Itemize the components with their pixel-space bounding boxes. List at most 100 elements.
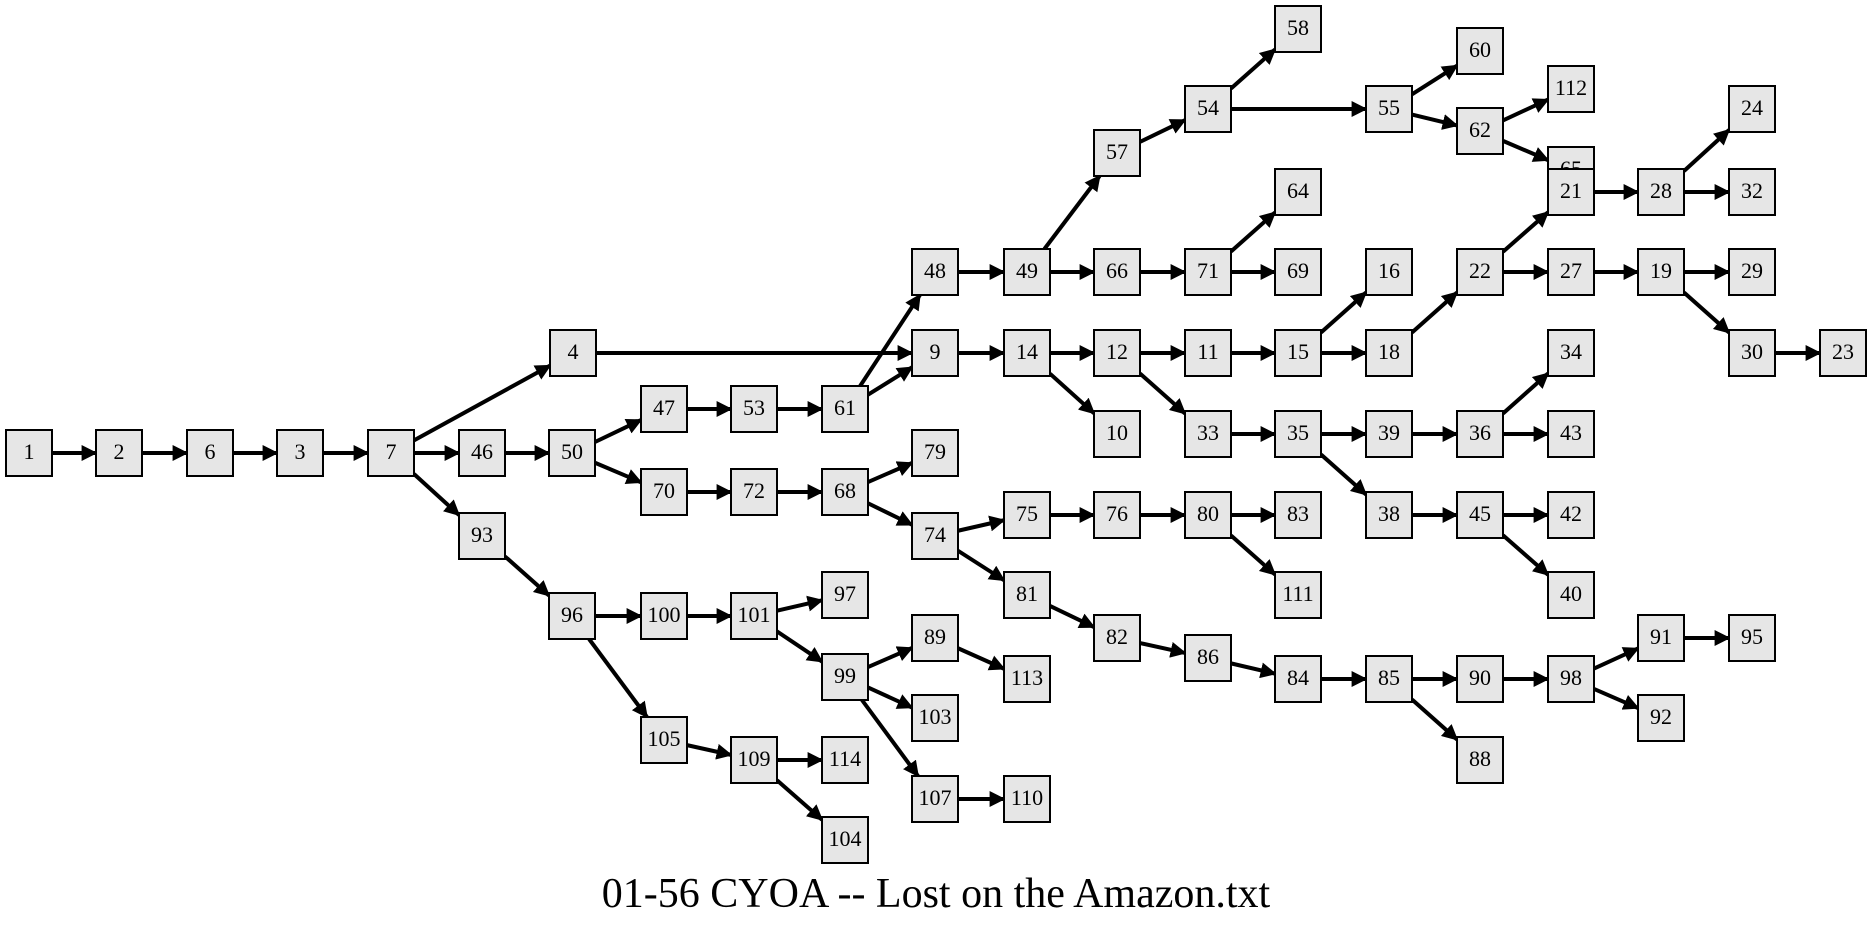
node-16: 16 <box>1365 248 1413 296</box>
node-57: 57 <box>1093 129 1141 177</box>
node-label: 3 <box>295 439 306 464</box>
node-label: 35 <box>1287 420 1309 445</box>
edge-99-to-89 <box>867 646 914 669</box>
node-label: 90 <box>1469 665 1491 690</box>
node-29: 29 <box>1728 248 1776 296</box>
node-box <box>1637 694 1685 742</box>
node-label: 66 <box>1106 258 1128 283</box>
node-box <box>548 592 596 640</box>
node-label: 79 <box>924 439 946 464</box>
node-box <box>95 429 143 477</box>
node-label: 46 <box>471 439 493 464</box>
node-label: 33 <box>1197 420 1219 445</box>
node-81: 81 <box>1003 571 1051 619</box>
node-97: 97 <box>821 571 869 619</box>
node-label: 84 <box>1287 665 1309 690</box>
node-46: 46 <box>458 429 506 477</box>
node-box <box>1456 107 1504 155</box>
node-label: 53 <box>743 395 765 420</box>
node-box <box>730 736 778 784</box>
node-label: 76 <box>1106 501 1128 526</box>
edge-85-to-88 <box>1410 697 1459 742</box>
node-98: 98 <box>1547 655 1595 703</box>
node-box <box>1365 248 1413 296</box>
node-box <box>911 429 959 477</box>
node-box <box>1274 571 1322 619</box>
node-label: 74 <box>924 522 946 547</box>
node-55: 55 <box>1365 85 1413 133</box>
node-60: 60 <box>1456 27 1504 75</box>
node-75: 75 <box>1003 491 1051 539</box>
node-label: 18 <box>1378 339 1400 364</box>
edge-55-to-62 <box>1411 112 1459 130</box>
node-label: 82 <box>1106 624 1128 649</box>
diagram-title: 01-56 CYOA -- Lost on the Amazon.txt <box>601 871 1271 917</box>
node-84: 84 <box>1274 655 1322 703</box>
node-box <box>1274 329 1322 377</box>
node-33: 33 <box>1184 410 1232 458</box>
node-label: 113 <box>1011 665 1043 690</box>
node-label: 61 <box>834 395 856 420</box>
node-21: 21 <box>1547 168 1595 216</box>
node-62: 62 <box>1456 107 1504 155</box>
node-box <box>821 736 869 784</box>
node-box <box>1003 248 1051 296</box>
node-85: 85 <box>1365 655 1413 703</box>
node-box <box>1547 65 1595 113</box>
node-label: 43 <box>1560 420 1582 445</box>
node-label: 105 <box>648 726 681 751</box>
node-box <box>1003 775 1051 823</box>
edge-14-to-10 <box>1048 372 1096 415</box>
node-label: 103 <box>919 704 952 729</box>
node-box <box>911 248 959 296</box>
node-label: 93 <box>471 522 493 547</box>
node-box <box>730 468 778 516</box>
node-96: 96 <box>548 592 596 640</box>
edge-74-to-75 <box>957 515 1006 533</box>
edge-61-to-9 <box>866 365 914 397</box>
node-box <box>1274 410 1322 458</box>
node-54: 54 <box>1184 85 1232 133</box>
node-label: 60 <box>1469 37 1491 62</box>
node-box <box>730 385 778 433</box>
node-28: 28 <box>1637 168 1685 216</box>
node-12: 12 <box>1093 329 1141 377</box>
node-box <box>1093 248 1141 296</box>
node-49: 49 <box>1003 248 1051 296</box>
node-box <box>821 816 869 864</box>
node-label: 91 <box>1650 624 1672 649</box>
node-label: 55 <box>1378 95 1400 120</box>
node-34: 34 <box>1547 329 1595 377</box>
edge-54-to-58 <box>1229 47 1277 91</box>
node-label: 11 <box>1197 339 1218 364</box>
node-90: 90 <box>1456 655 1504 703</box>
node-label: 72 <box>743 478 765 503</box>
node-22: 22 <box>1456 248 1504 296</box>
node-box <box>1456 410 1504 458</box>
node-36: 36 <box>1456 410 1504 458</box>
node-label: 24 <box>1741 95 1763 120</box>
node-4: 4 <box>549 329 597 377</box>
node-2: 2 <box>95 429 143 477</box>
node-box <box>1456 736 1504 784</box>
node-label: 54 <box>1197 95 1219 120</box>
node-105: 105 <box>640 716 688 764</box>
node-label: 27 <box>1560 258 1582 283</box>
edge-7-to-93 <box>412 472 461 517</box>
edge-18-to-22 <box>1410 290 1459 335</box>
node-7: 7 <box>367 429 415 477</box>
node-18: 18 <box>1365 329 1413 377</box>
node-box <box>1365 410 1413 458</box>
node-92: 92 <box>1637 694 1685 742</box>
node-label: 6 <box>205 439 216 464</box>
node-80: 80 <box>1184 491 1232 539</box>
edge-49-to-57 <box>1042 174 1102 251</box>
node-box <box>1547 410 1595 458</box>
node-95: 95 <box>1728 614 1776 662</box>
node-label: 16 <box>1378 258 1400 283</box>
node-box <box>1274 5 1322 53</box>
edge-99-to-107 <box>860 698 920 778</box>
node-label: 32 <box>1741 178 1763 203</box>
node-label: 12 <box>1106 339 1128 364</box>
node-box <box>821 468 869 516</box>
